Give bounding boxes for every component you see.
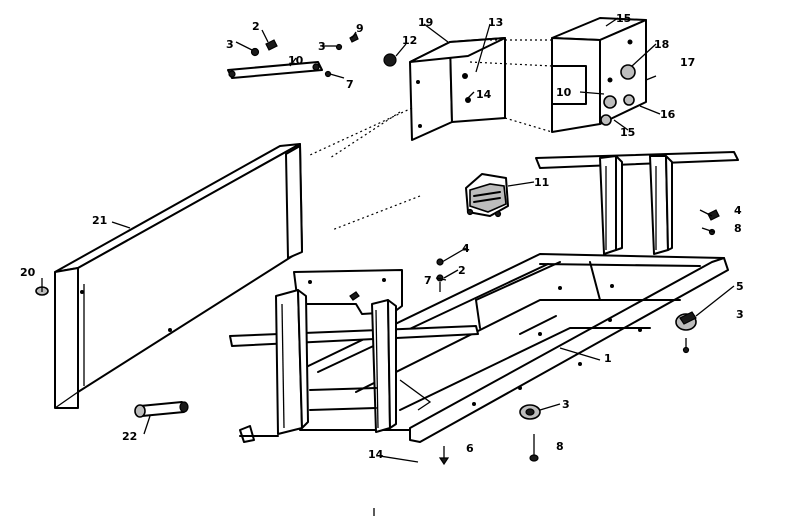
callout-1: 1 [604,352,612,365]
callout-18: 18 [654,38,669,51]
callout-5: 5 [736,280,744,293]
callout-14-top: 14 [476,88,492,101]
pin-part [134,401,189,418]
side-bracket-part [409,37,506,141]
callout-6: 6 [466,442,474,455]
front-mount-plate-part [275,269,432,435]
callout-7-mid: 7 [424,274,432,287]
callout-3-bottom: 3 [562,398,570,411]
callout-4-mid: 4 [462,242,470,255]
motor-part [465,173,509,218]
callout-13: 13 [488,16,503,29]
callout-7-top: 7 [346,78,354,91]
callout-4-right: 4 [734,204,742,217]
callout-3-right: 3 [736,308,744,321]
callout-3-top: 3 [226,38,234,51]
callout-2-top: 2 [252,20,260,33]
control-block-part [551,17,647,133]
callout-labels: 2 3 3 7 9 10 12 19 13 14 15 18 17 10 16 … [20,12,744,461]
callout-22: 22 [122,430,137,443]
callout-17: 17 [680,56,695,69]
callout-2-mid: 2 [458,264,466,277]
side-panel-part [54,143,303,409]
callout-20: 20 [20,266,36,279]
bottom-hardware [373,404,541,516]
callout-15-a: 15 [616,12,631,25]
callout-10b: 10 [556,86,572,99]
callout-12: 12 [402,34,417,47]
callout-8-bottom: 8 [556,440,564,453]
base-frame-part [299,253,729,443]
callout-15-b: 15 [620,126,635,139]
callout-3b: 3 [318,40,326,53]
callout-16: 16 [660,108,676,121]
right-hardware [436,209,720,354]
explosion-guides [309,39,555,231]
callout-14-bottom: 14 [368,448,384,461]
leader-lines [41,17,735,463]
leveling-feet [239,425,279,443]
callout-19: 19 [418,16,433,29]
callout-9-top: 9 [356,22,364,35]
callout-8-right: 8 [734,222,742,235]
knob-part [383,53,397,67]
callout-10: 10 [288,54,304,67]
callout-11: 11 [534,176,549,189]
rear-rail-part [535,151,739,255]
callout-21: 21 [92,214,107,227]
